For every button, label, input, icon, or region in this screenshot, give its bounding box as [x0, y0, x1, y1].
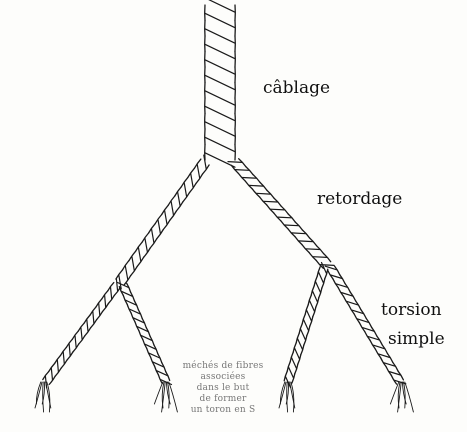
note-line: un toron en S	[158, 405, 288, 416]
fibre-end	[35, 382, 51, 412]
note-line: de former	[158, 394, 288, 405]
note-line: associées	[158, 372, 288, 383]
note-line: méchés de fibres	[158, 361, 288, 372]
cable-segment	[205, 0, 236, 167]
ply-strand-right	[228, 159, 334, 269]
label-simple: simple	[388, 329, 445, 349]
ply-strand-left	[116, 155, 209, 289]
single-strand-rl	[284, 263, 328, 388]
label-cablage: câblage	[263, 78, 330, 98]
label-torsion: torsion	[381, 300, 442, 320]
fibre-note: méchés de fibres associées dans le but d…	[158, 361, 288, 416]
fibre-end	[390, 382, 413, 412]
label-retordage: retordage	[317, 189, 402, 209]
single-strand-rr	[325, 266, 406, 384]
note-line: dans le but	[158, 383, 288, 394]
single-strand-ll	[43, 279, 120, 388]
